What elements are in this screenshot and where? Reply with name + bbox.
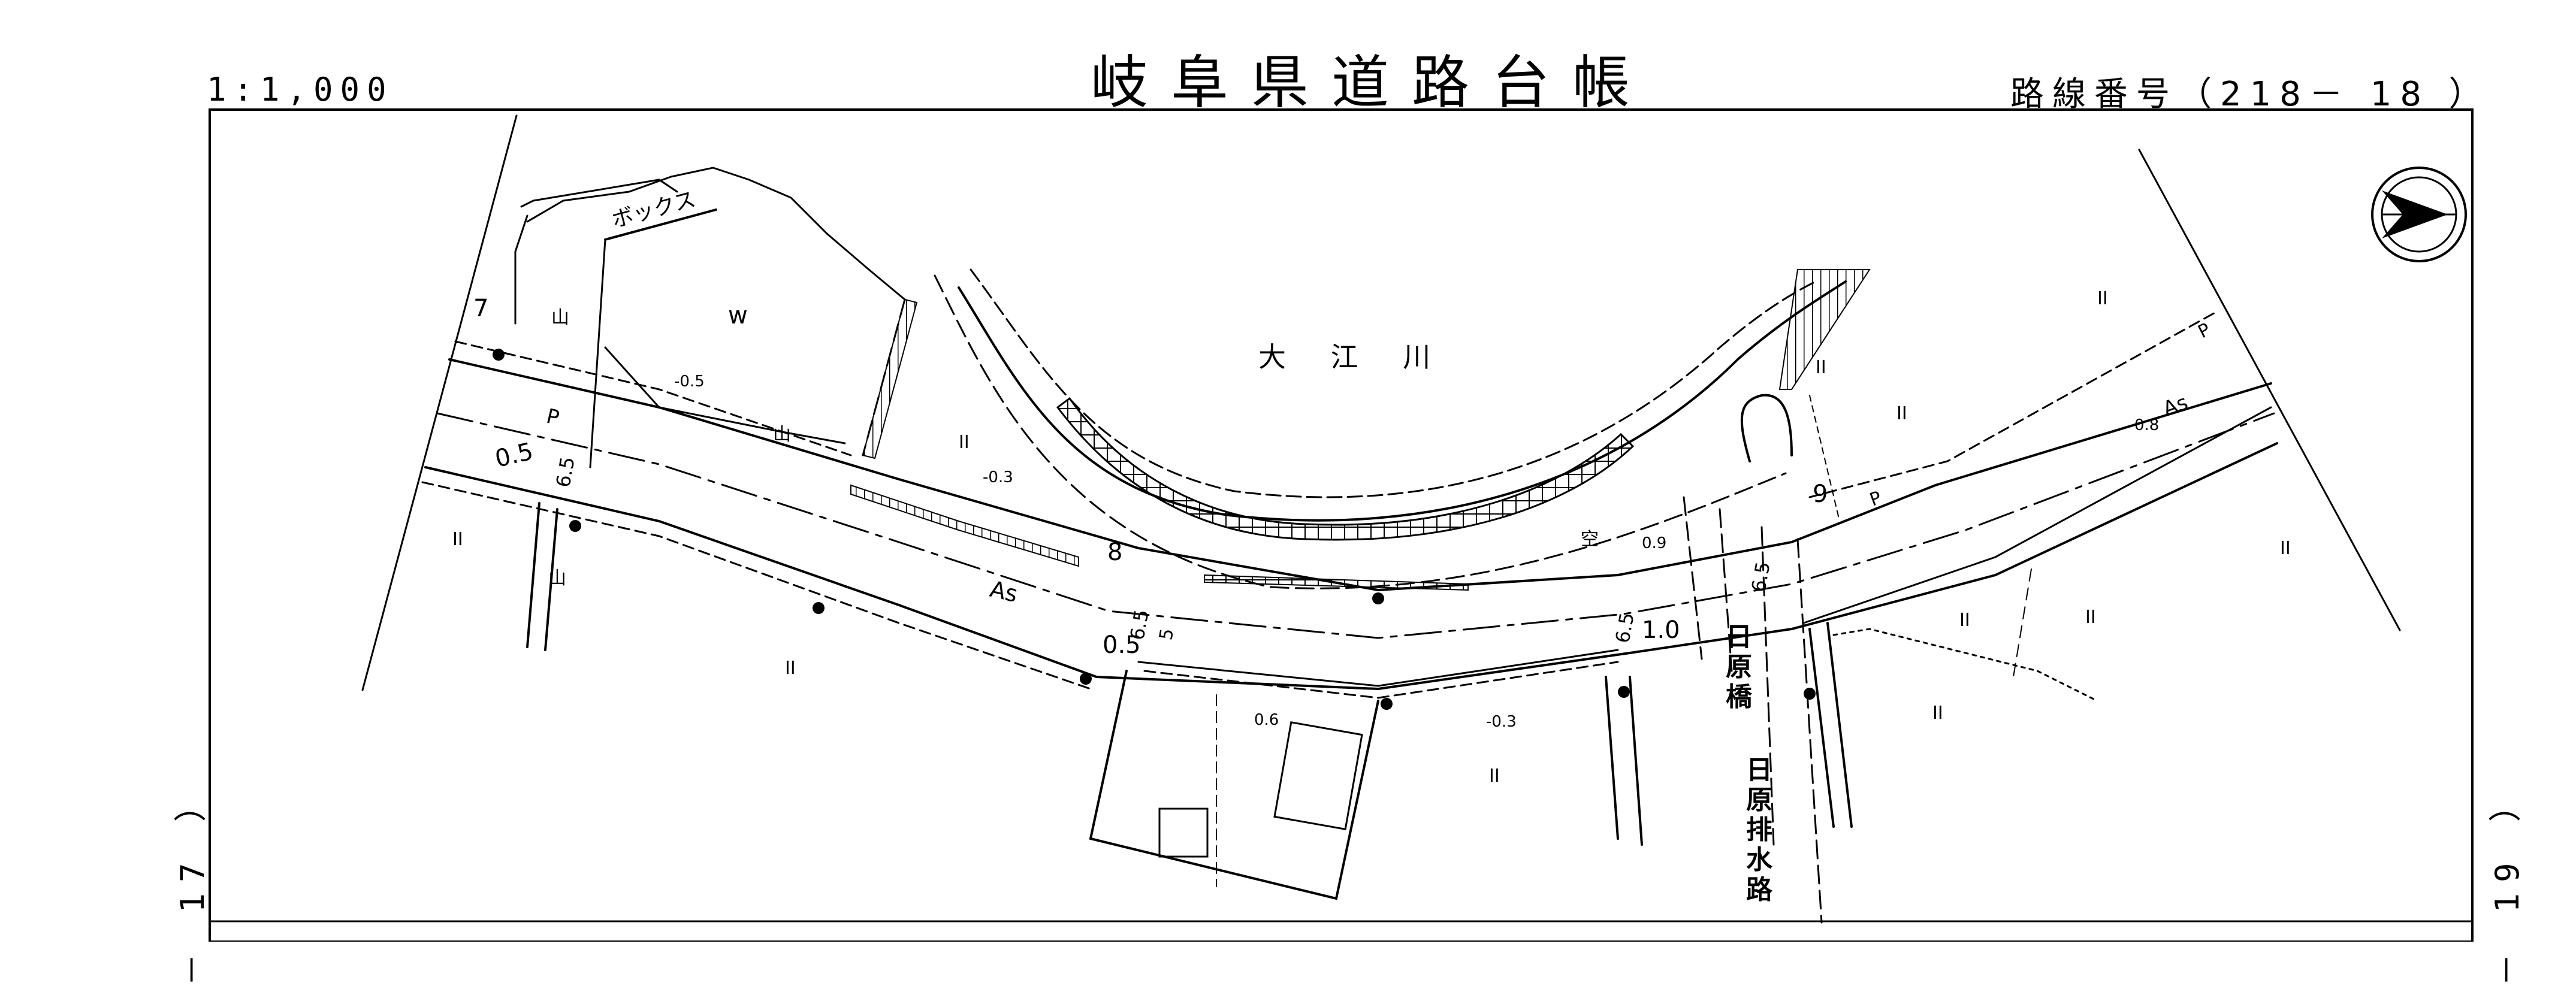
bridge-name-char: 日 [1726, 622, 1752, 652]
right-boundary-line [2138, 149, 2401, 631]
sidewalk-label-west: P [544, 404, 561, 431]
pavement-label-west: As [987, 576, 1020, 607]
revetment-road-north [850, 484, 1079, 567]
pole-marker [1804, 688, 1816, 700]
pole-marker [493, 349, 505, 361]
revetment-east-river [1778, 269, 1871, 390]
field-mark: II [2280, 538, 2291, 559]
width-label: 8 [1107, 539, 1122, 566]
building-small-annex [1158, 807, 1209, 858]
drain-channel-left [1605, 676, 1643, 846]
pole-marker [1618, 686, 1630, 698]
road-ledger-sheet: 1:1,000 岐阜県道路台帳 路線番号（218－ 18 ） － 17 ） － … [174, 49, 2526, 986]
culvert-left [526, 502, 558, 651]
field-boundary-vertical [2013, 568, 2032, 678]
north-arrow-outer [2371, 167, 2467, 262]
drain-name-char: 原 [1746, 785, 1772, 815]
width-label: 7 [473, 295, 488, 322]
scale-label: 1:1,000 [207, 71, 394, 108]
river-revetment-blocks [1056, 397, 1635, 541]
sidewalk-label-east: P [1867, 487, 1885, 510]
field-mark: II [1932, 703, 1943, 724]
revetment-bridge-approach [1204, 574, 1469, 591]
field-mark: II [452, 529, 463, 550]
road-centerline [436, 412, 2275, 639]
sidewalk-south-edge [421, 481, 1619, 699]
drain-name-char: 水 [1746, 845, 1773, 875]
route-number-label: 路線番号（218－ 18 ） [2010, 75, 2491, 114]
field-mark: II [1959, 610, 1970, 631]
elevation-label: -0.5 [674, 373, 705, 391]
mountain-mark: 山 [773, 424, 791, 445]
drain-name-char: 日 [1746, 755, 1772, 785]
road-width-label: 6.5 [1747, 560, 1774, 594]
pole-marker [1381, 698, 1393, 710]
box-culvert-axis [589, 238, 606, 468]
mountain-mark: 山 [551, 307, 569, 328]
river-bank-south-inner [970, 268, 1817, 498]
shoulder-width-label: 1.0 [1642, 616, 1680, 644]
drain-name-char: 路 [1746, 875, 1773, 905]
building-outline [1089, 670, 1379, 900]
elevation-label: 0.6 [1254, 711, 1279, 729]
field-mark: II [2097, 288, 2108, 309]
shoulder-width-label: 0.5 [1103, 631, 1141, 659]
field-boundary-bridge [1809, 395, 1840, 522]
field-mark: II [959, 432, 970, 453]
elevation-label: 0.9 [1642, 534, 1666, 552]
field-mark: II [1816, 357, 1826, 378]
field-mark: II [1489, 766, 1500, 787]
width-label: 9 [1813, 480, 1828, 508]
vacant-lot-label: 空 [1581, 529, 1599, 550]
bridge-abutment [1740, 394, 1793, 462]
elevation-label: -0.3 [1486, 713, 1517, 731]
map-drawing: ボックス 大 江 川 w As As P P P 6.5 6.5 6.5 6.5… [209, 108, 2474, 942]
land-use-w: w [728, 302, 748, 329]
north-arrow-icon [2382, 190, 2448, 238]
north-arrow-inner [2381, 176, 2457, 253]
mountain-mark: 山 [548, 568, 566, 589]
bridge-name-char: 橋 [1726, 682, 1752, 712]
sidewalk-north-edge [454, 310, 2218, 498]
road-width-label: 6.5 [1125, 608, 1153, 642]
hill-contour [526, 167, 906, 301]
pole-marker [569, 520, 581, 532]
field-mark: II [785, 658, 796, 679]
road-width-label: 6.5 [1611, 611, 1638, 645]
elevation-label: -0.3 [983, 468, 1013, 486]
revetment-left [862, 298, 918, 459]
road-south-edge [424, 442, 2278, 691]
pole-marker [1372, 592, 1384, 604]
building-annex [1273, 721, 1363, 830]
drain-name-char: 排 [1746, 815, 1772, 845]
drain-channel-right [1808, 622, 1853, 828]
pole-marker [1080, 673, 1092, 685]
river-label: 大 江 川 [1258, 341, 1448, 373]
road-width-label: 6.5 [551, 455, 579, 489]
sheet-title: 岐阜県道路台帳 [1091, 49, 1653, 116]
shoulder-width-label: 0.5 [493, 438, 536, 473]
bridge-lines [1683, 496, 1823, 924]
left-boundary-line [361, 114, 518, 691]
map-frame [209, 108, 2474, 942]
retaining-wall-upper [514, 179, 678, 325]
slope-line [604, 346, 846, 444]
river-bank-south [958, 280, 1847, 522]
width-label: 5 [1155, 627, 1178, 642]
bridge-name-char: 原 [1726, 652, 1752, 682]
pole-marker [813, 602, 825, 614]
field-mark: II [2085, 607, 2096, 628]
field-boundary [1832, 628, 2098, 702]
sidewalk-south-curb [1137, 649, 1619, 687]
road-north-edge [448, 358, 2272, 592]
sidewalk-label-northeast: P [2195, 319, 2214, 343]
road-south-curb-east [1802, 406, 2272, 624]
elevation-label: 0.8 [2134, 416, 2159, 434]
field-mark: II [1896, 403, 1907, 424]
box-culvert-leader [604, 208, 717, 241]
